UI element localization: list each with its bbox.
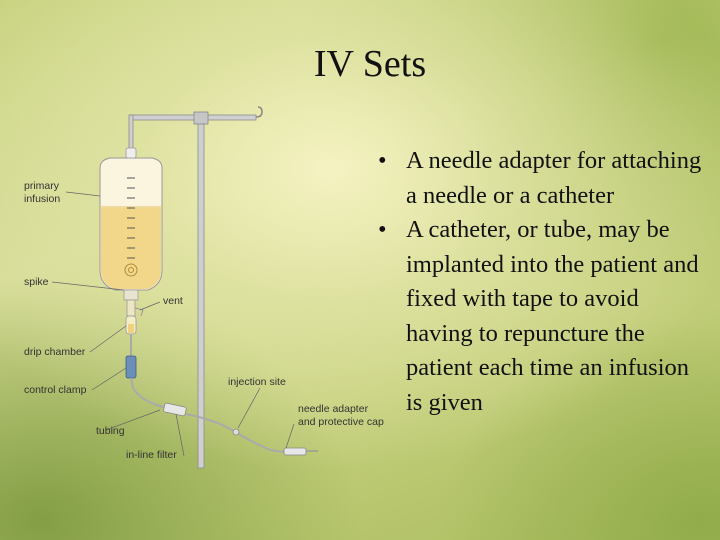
bullet-text: A catheter, or tube, may be implanted in… [406,216,699,416]
infusion-bag [99,147,163,301]
bullet-item: • A catheter, or tube, may be implanted … [372,213,702,420]
slide-title: IV Sets [313,43,427,85]
label-inline-filter: in-line filter [126,449,177,461]
label-needle-adapter-line2: and protective cap [298,416,384,428]
label-spike: spike [24,276,49,288]
label-vent: vent [163,295,183,307]
bullet-symbol: • [378,147,387,174]
label-drip-chamber: drip chamber [24,346,86,358]
label-control-clamp: control clamp [24,384,87,396]
leader-lines [51,191,295,457]
bullet-list: • A needle adapter for attaching a needl… [372,144,702,420]
label-injection-site: injection site [228,376,286,388]
label-tubing: tubing [96,425,125,437]
bullet-text: A needle adapter for attaching a needle … [406,147,702,209]
label-primary-infusion-line2: infusion [24,193,60,205]
bullet-symbol: • [378,216,387,243]
label-needle-adapter-line1: needle adapter [298,403,369,415]
label-primary-infusion-line1: primary [24,180,60,192]
drip-set [125,299,318,456]
bullet-item: • A needle adapter for attaching a needl… [372,144,702,213]
